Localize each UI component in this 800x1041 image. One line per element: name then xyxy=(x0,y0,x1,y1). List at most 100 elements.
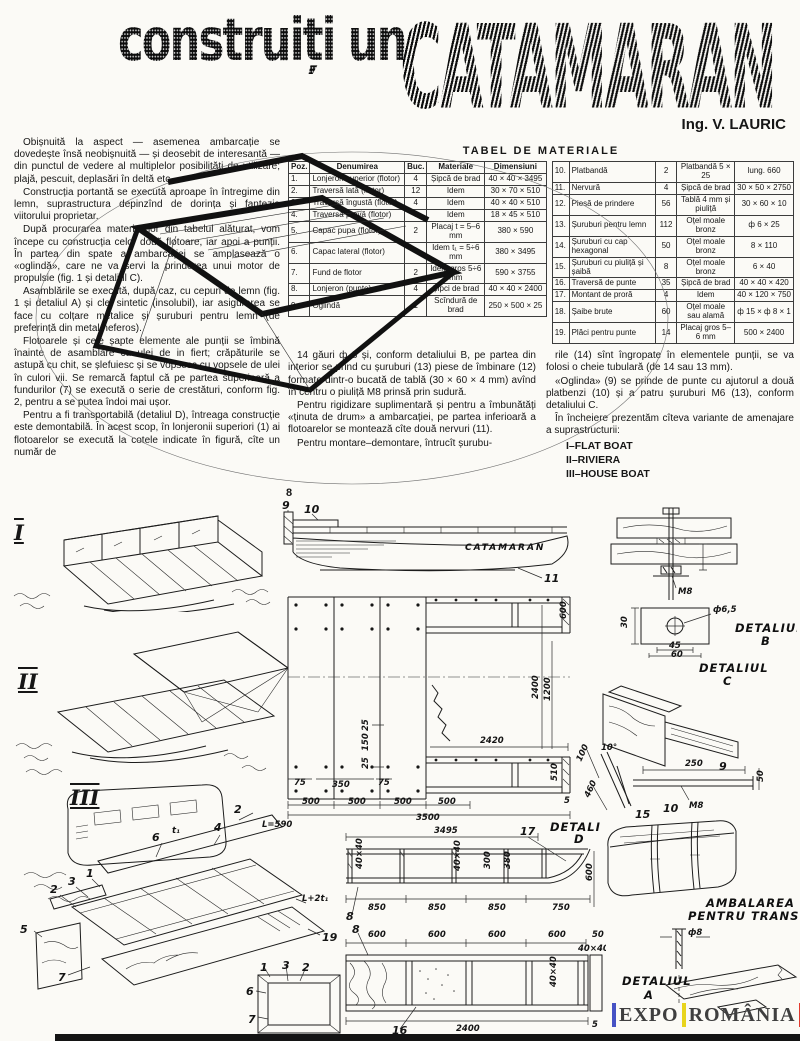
cell-poz: 11. xyxy=(551,181,570,195)
paragraph: 14 găuri ф 8 și, conform detaliului B, p… xyxy=(288,350,536,398)
materials-table-left: Poz. Denumirea Buc. Materiale Dimensiuni… xyxy=(287,161,547,318)
cell-denumirea: Fund de flotor xyxy=(309,262,406,285)
article-column-1: Obișnuită la aspect — asemenea ambarcați… xyxy=(14,137,280,497)
cell-dimensiuni: 6 × 40 xyxy=(734,256,794,279)
cell-poz: 6. xyxy=(287,241,311,264)
table-row: 4. Traversă provă (flotor) 6 Idem 18 × 4… xyxy=(287,208,547,222)
house-boat-drawing xyxy=(23,784,227,902)
cell-denumirea: Traversă provă (flotor) xyxy=(309,208,406,222)
part-label: 19 xyxy=(322,931,338,944)
logo-text-romania: ROMÂNIA xyxy=(688,1003,796,1026)
figure-detail-b: M8 ф6,5 30 45 60 DETALIUL B xyxy=(583,504,797,658)
cell-poz: 15. xyxy=(551,256,570,279)
cell-buc: 4 xyxy=(654,289,678,303)
cell-dimensiuni: 40 × 40 × 510 xyxy=(484,196,547,210)
cell-poz: 13. xyxy=(551,214,570,237)
part-label: 2 xyxy=(302,961,310,974)
variant-list-item: II–RIVIERA xyxy=(566,453,621,466)
table-row: 14. Șuruburi cu cap hexagonal 50 Oțel mo… xyxy=(551,235,794,258)
part-label: 8 xyxy=(352,923,360,936)
cell-denumirea: Lonjeron (punte) xyxy=(309,283,406,297)
figure-deck-strip: 8 600 600 600 600 40×40 40×40 50 2400 5 … xyxy=(338,923,606,1035)
cell-buc: 4 xyxy=(404,196,428,210)
dim-label: 500 xyxy=(438,797,456,807)
detail-d-title: DETALIUL xyxy=(550,821,600,834)
cell-denumirea: Plăci pentru punte xyxy=(568,322,656,345)
dim-label: M8 xyxy=(689,801,703,811)
dim-label: 600 xyxy=(368,930,386,940)
cell-materiale: Idem xyxy=(426,208,486,222)
cell-materiale: Șipcă de brad xyxy=(676,277,736,291)
title-construiti-un: construiți un xyxy=(118,6,407,75)
dim-label: 750 xyxy=(552,903,570,913)
paragraph: Flotoarele și cele șapte elemente ale pu… xyxy=(14,336,280,408)
dim-label: 150 xyxy=(361,733,371,751)
detail-c-title: DETALIUL xyxy=(699,661,769,675)
dim-label: 40×40 xyxy=(453,840,463,872)
screw-marks xyxy=(294,603,420,793)
cell-dimensiuni: ф 6 × 25 xyxy=(734,214,794,237)
dim-label: 25 xyxy=(361,757,371,769)
dim-label: 500 xyxy=(394,797,412,807)
part-label: 3 xyxy=(68,875,76,888)
part-label: 2 xyxy=(234,803,242,816)
cell-denumirea: Nervură xyxy=(568,181,656,195)
figure-plan-view: 600 2400 1200 2420 25 150 25 75 350 75 5… xyxy=(280,589,578,821)
col-header-buc: Buc. xyxy=(404,161,428,174)
paragraph: Construcția portantă se execută aproape … xyxy=(14,186,280,223)
page-number: 8 xyxy=(286,487,293,499)
col-header-denumirea: Denumirea xyxy=(309,161,406,174)
cell-buc: 35 xyxy=(654,277,678,291)
cell-materiale: Scîndură de brad xyxy=(426,295,486,318)
cell-denumirea: Șuruburi pentru lemn xyxy=(568,214,656,237)
part-label: 6 xyxy=(246,985,254,998)
part-label: 1 xyxy=(86,867,94,880)
dim-label: 3500 xyxy=(416,813,440,821)
cell-poz: 10. xyxy=(551,161,570,183)
part-label: 8 xyxy=(346,910,354,921)
cell-dimensiuni: 250 × 500 × 25 xyxy=(484,295,547,318)
cell-dimensiuni: 380 × 3495 xyxy=(484,241,547,264)
part-label: 1 xyxy=(260,961,268,974)
article-area: Obișnuită la aspect — asemenea ambarcați… xyxy=(0,135,800,497)
table-row: 10. Platbandă 2 Platbandă 5 × 25 lung. 6… xyxy=(551,161,794,183)
cell-materiale: Șipcă de brad xyxy=(676,181,736,195)
dim-label: 60 xyxy=(671,650,683,658)
dim-label: 380 xyxy=(503,851,513,869)
cell-poz: 12. xyxy=(551,193,570,216)
figure-packing: AMBALAREA PENTRU TRANSPORT xyxy=(596,817,798,927)
cell-materiale: Oțel moale bronz xyxy=(676,256,736,279)
cell-materiale: Idem t₁ = 5÷6 mm xyxy=(426,241,486,264)
part-label: 5 xyxy=(20,923,28,936)
figure-detail-c: DETALIUL C 10° 100 460 250 50 M8 9 10 15 xyxy=(573,658,798,820)
dim-label: 850 xyxy=(368,903,386,913)
cell-poz: 19. xyxy=(551,322,570,345)
cell-buc: 14 xyxy=(654,322,678,345)
table-row: 7. Fund de flotor 2 Idem gros 5÷6 mm 590… xyxy=(287,262,547,285)
cell-denumirea: Lonjeron superior (flotor) xyxy=(309,172,406,186)
cell-poz: 18. xyxy=(551,301,570,324)
dim-label: 600 xyxy=(585,863,595,881)
cell-poz: 17. xyxy=(551,289,570,303)
part-label: 10 xyxy=(304,503,320,516)
cell-poz: 5. xyxy=(287,220,311,243)
article-column-3: rile (14) sînt îngropate în elementele p… xyxy=(546,350,794,481)
figures-area: I II xyxy=(0,497,800,1041)
cell-poz: 1. xyxy=(287,172,311,186)
cell-buc: 2 xyxy=(654,161,678,183)
table-row: 9. Oglindă 1 Scîndură de brad 250 × 500 … xyxy=(287,295,547,318)
part-label: 17 xyxy=(520,825,536,838)
cell-dimensiuni: 500 × 2400 xyxy=(734,322,794,345)
detail-b-letter: B xyxy=(761,634,771,648)
dim-label: 600 xyxy=(488,930,506,940)
part-label: 4 xyxy=(213,821,222,834)
cell-dimensiuni: 30 × 70 × 510 xyxy=(484,184,547,198)
materials-tables: Poz. Denumirea Buc. Materiale Dimensiuni… xyxy=(287,161,794,345)
variant-list-item: III–HOUSE BOAT xyxy=(566,467,650,480)
cell-buc: 50 xyxy=(654,235,678,258)
cell-dimensiuni: 40 × 40 × 2400 xyxy=(484,283,547,297)
packing-drawing xyxy=(607,820,737,897)
boat-name-label: CATAMARAN xyxy=(465,543,545,553)
paragraph: Pentru a fi transportabilă (detaliul D),… xyxy=(14,410,280,458)
cell-materiale: Platbandă 5 × 25 xyxy=(676,161,736,183)
